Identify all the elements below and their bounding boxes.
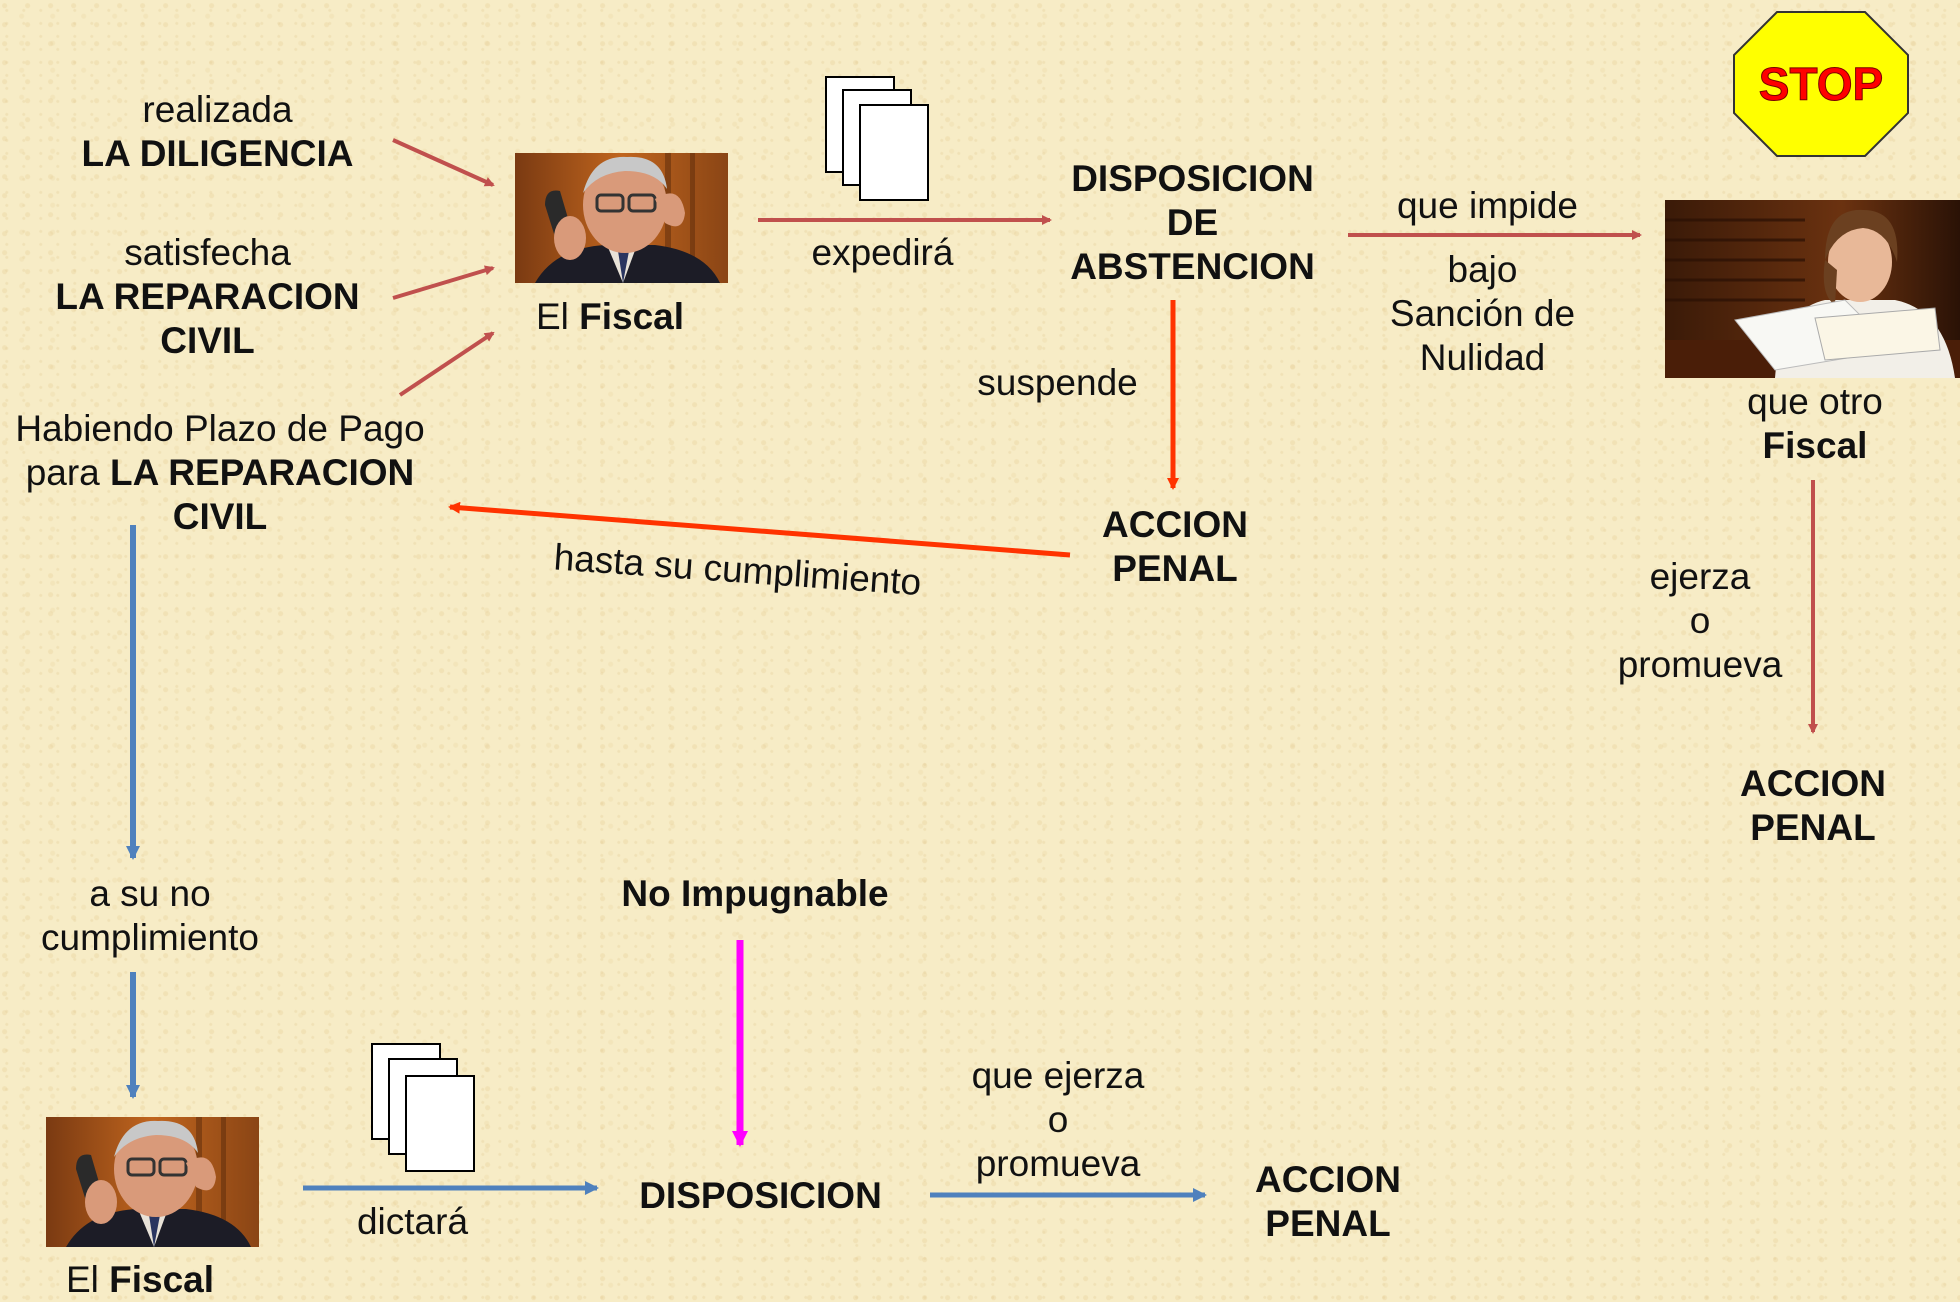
label-accion-penal-right: ACCION PENAL	[1740, 763, 1886, 848]
man-on-phone-icon	[46, 1117, 259, 1247]
fiscal-photo-bottom	[46, 1117, 259, 1247]
document-stack-icon	[825, 76, 929, 201]
arrow-reparacion-to-fiscal	[392, 265, 495, 300]
arrow-plazo-to-fiscal	[398, 331, 495, 397]
label-sancion-nulidad: bajo Sanción de Nulidad	[1389, 249, 1576, 378]
fiscal-label-top: El Fiscal	[535, 296, 685, 337]
label-diligencia: realizada LA DILIGENCIA	[81, 89, 354, 174]
man-on-phone-icon	[515, 153, 728, 283]
arrow-diligencia-to-fiscal	[392, 138, 495, 187]
document-stack-icon	[371, 1043, 475, 1172]
stop-sign-icon: STOP	[1733, 11, 1909, 157]
label-que-impide: que impide	[1396, 185, 1578, 226]
label-reparacion: satisfecha LA REPARACION CIVIL	[55, 232, 360, 361]
label-dictara: dictará	[356, 1201, 469, 1242]
stop-label: STOP	[1759, 58, 1883, 110]
label-disposicion: DISPOSICION	[639, 1175, 882, 1216]
label-disposicion-abstencion: DISPOSICION DE ABSTENCION	[1070, 158, 1315, 287]
otro-fiscal-photo	[1665, 200, 1960, 378]
label-ejerza-bottom: que ejerza o promueva	[971, 1055, 1145, 1184]
label-expedira: expedirá	[811, 232, 954, 273]
label-no-cumplimiento: a su no cumplimiento	[41, 873, 259, 958]
label-plazo: Habiendo Plazo de Pago para LA REPARACIO…	[15, 408, 425, 537]
label-accion-penal-center: ACCION PENAL	[1102, 504, 1248, 589]
label-ejerza-right: ejerza o promueva	[1617, 556, 1783, 685]
label-no-impugnable: No Impugnable	[621, 873, 889, 914]
label-accion-penal-bottom: ACCION PENAL	[1255, 1159, 1401, 1244]
label-otro-fiscal: que otro Fiscal	[1747, 381, 1883, 466]
woman-with-documents-icon	[1665, 200, 1960, 378]
label-suspende: suspende	[977, 362, 1138, 403]
fiscal-label-bottom: El Fiscal	[65, 1259, 215, 1300]
fiscal-photo-top	[515, 153, 728, 283]
arrow-hasta-cumplimiento	[448, 501, 1071, 558]
